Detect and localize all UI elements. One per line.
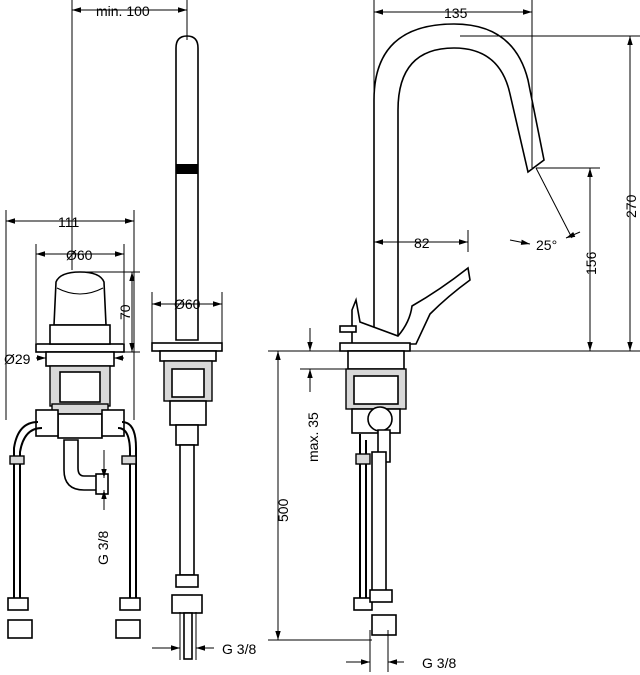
dim-25-degrees: 25° bbox=[536, 237, 557, 253]
dim-500: 500 bbox=[275, 498, 291, 522]
right-view-mixer bbox=[339, 23, 545, 636]
dim-270: 270 bbox=[623, 194, 639, 218]
dim-135: 135 bbox=[444, 5, 468, 21]
dim-70: 70 bbox=[117, 304, 133, 320]
dim-82: 82 bbox=[414, 235, 430, 251]
dim-g38-left: G 3/8 bbox=[95, 531, 111, 565]
dim-min-100: min. 100 bbox=[96, 3, 150, 19]
dim-156: 156 bbox=[583, 251, 599, 275]
dim-max-35: max. 35 bbox=[305, 412, 321, 462]
dimension-lines bbox=[5, 0, 640, 672]
dimension-labels: min. 100 111 Ø60 70 Ø29 G 3/8 Ø60 G 3/8 … bbox=[4, 3, 639, 671]
left-view-valve-assembly bbox=[7, 271, 141, 639]
dim-g38-middle: G 3/8 bbox=[222, 641, 256, 657]
dim-dia-29: Ø29 bbox=[4, 351, 31, 367]
dim-dia-60-left: Ø60 bbox=[66, 247, 93, 263]
dim-dia-60-middle: Ø60 bbox=[174, 296, 201, 312]
dim-g38-right: G 3/8 bbox=[422, 655, 456, 671]
dim-111: 111 bbox=[58, 214, 79, 230]
middle-view-spout bbox=[151, 35, 223, 660]
